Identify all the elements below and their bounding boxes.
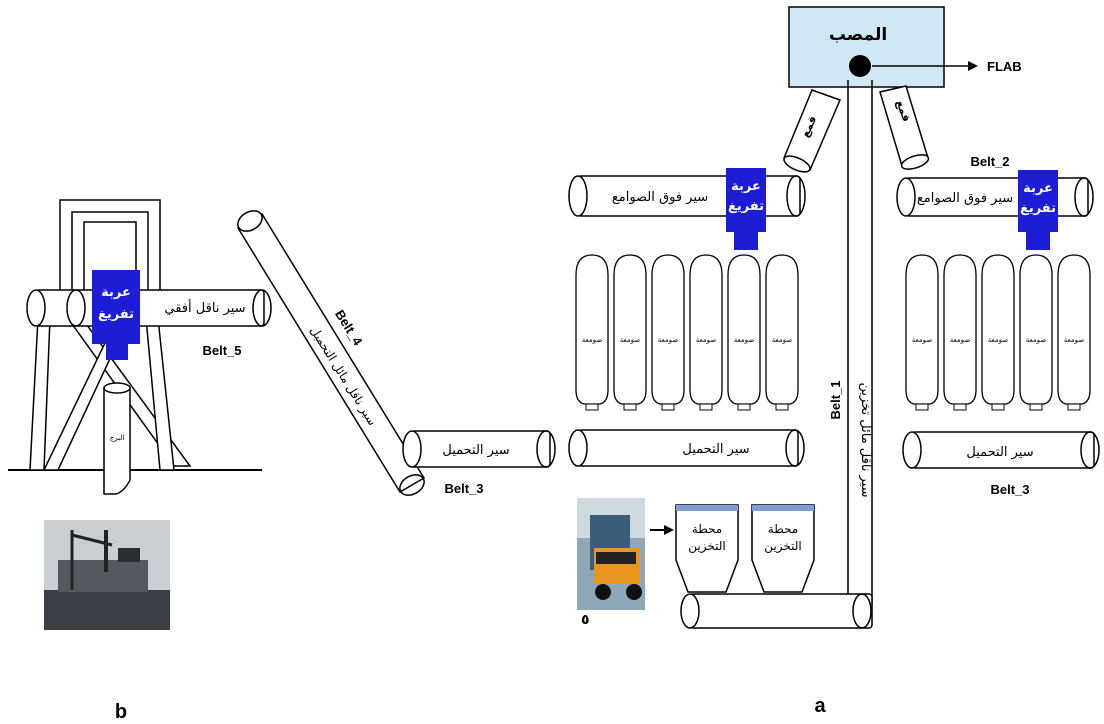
belt-3-label-right: Belt_3 [990, 482, 1029, 497]
over-silos-belt-left-label: سير فوق الصوامع [612, 190, 708, 205]
hopper: المصب [789, 7, 944, 87]
caption-a: a [814, 695, 826, 717]
silo-left-1: صومعة [576, 255, 608, 410]
storage-station-2-line1: محطة [768, 522, 798, 536]
silo-left-4: صومعة [690, 255, 722, 410]
silo-label: صومعة [1064, 336, 1084, 344]
loading-belt-left: سير التحميل [569, 430, 804, 466]
silo-right-3: صومعة [982, 255, 1014, 410]
over-silos-belt-right-label: سير فوق الصوامع [917, 191, 1013, 206]
silo-label: صومعة [950, 336, 970, 344]
belt-5-label: Belt_5 [202, 343, 241, 358]
tower: البرج [104, 383, 130, 494]
storage-station-1-line2: التخزين [688, 539, 725, 554]
belt-1-label: Belt_1 [828, 380, 843, 419]
bottom-feeder-belt [681, 594, 872, 628]
unload-cart-b-line1: عربة [101, 285, 131, 300]
silo-right-1: صومعة [906, 255, 938, 410]
silo-left-5: صومعة [728, 255, 760, 410]
belt-1-arabic-label: سير ناقل مائل تخزين [858, 382, 873, 497]
tower-label: البرج [110, 434, 125, 442]
over-silos-belt-left: سير فوق الصوامع [569, 176, 805, 216]
silo-group-left: صومعة صومعة صومعة صومعة صومعة صومعة [576, 255, 798, 410]
panel-a: المصب FLAB قمع قمع Belt_1 سير ناقل مائل … [569, 7, 1099, 717]
silo-label: صومعة [658, 336, 678, 344]
storage-station-1-line1: محطة [692, 522, 722, 536]
loading-belt-right: سير التحميل [903, 432, 1099, 468]
truck-arrow [650, 525, 674, 535]
flab-label: FLAB [987, 59, 1022, 74]
silo-label: صومعة [1026, 336, 1046, 344]
silo-right-4: صومعة [1020, 255, 1052, 410]
panel-b: سير ناقل أفقي Belt_5 عربة تفريغ البرج [8, 200, 555, 723]
unload-cart-right: عربة تفريغ [1018, 170, 1058, 250]
unload-cart-left-line2: تفريغ [728, 199, 764, 214]
ship-photo [44, 520, 170, 630]
horizontal-belt: سير ناقل أفقي [27, 290, 271, 326]
chute-right: قمع [880, 86, 930, 172]
silo-right-5: صومعة [1058, 255, 1090, 410]
silo-label: صومعة [696, 336, 716, 344]
silo-left-3: صومعة [652, 255, 684, 410]
belt-1: Belt_1 سير ناقل مائل تخزين [828, 80, 873, 605]
inclined-belt-4: Belt_4 سير ناقل مائل التحميل [234, 207, 428, 500]
unload-cart-left: عربة تفريغ [726, 168, 766, 250]
truck-photo: ٥ [577, 498, 645, 628]
belt-4-arabic-label: سير ناقل مائل التحميل [306, 324, 379, 429]
silo-label: صومعة [582, 336, 602, 344]
horizontal-belt-label: سير ناقل أفقي [164, 299, 245, 316]
over-silos-belt-right: سير فوق الصوامع [897, 178, 1093, 216]
silo-label: صومعة [772, 336, 792, 344]
silo-group-right: صومعة صومعة صومعة صومعة صومعة [906, 255, 1090, 410]
truck-number: ٥ [581, 612, 590, 628]
discharge-point [849, 55, 871, 77]
storage-station-2-line2: التخزين [764, 539, 801, 554]
unload-cart-right-line2: تفريغ [1020, 201, 1056, 216]
silo-label: صومعة [734, 336, 754, 344]
unload-cart-left-line1: عربة [731, 179, 761, 194]
storage-station-1: محطة التخزين [676, 505, 738, 592]
loading-belt-b: سير التحميل [403, 431, 555, 467]
silo-label: صومعة [988, 336, 1008, 344]
storage-station-2: محطة التخزين [752, 505, 814, 592]
hopper-label: المصب [829, 25, 887, 45]
silo-left-2: صومعة [614, 255, 646, 410]
caption-b: b [115, 701, 127, 723]
silo-label: صومعة [912, 336, 932, 344]
belt-3-label-b: Belt_3 [444, 481, 483, 496]
loading-belt-b-label: سير التحميل [442, 443, 509, 458]
silo-label: صومعة [620, 336, 640, 344]
belt-2-label: Belt_2 [970, 154, 1009, 169]
loading-belt-right-label: سير التحميل [966, 445, 1033, 460]
chute-left: قمع [782, 90, 840, 175]
unload-cart-b-line2: تفريغ [98, 307, 134, 322]
silo-right-2: صومعة [944, 255, 976, 410]
loading-belt-left-label: سير التحميل [682, 442, 749, 457]
unload-cart-right-line1: عربة [1023, 181, 1053, 196]
silo-left-6: صومعة [766, 255, 798, 410]
